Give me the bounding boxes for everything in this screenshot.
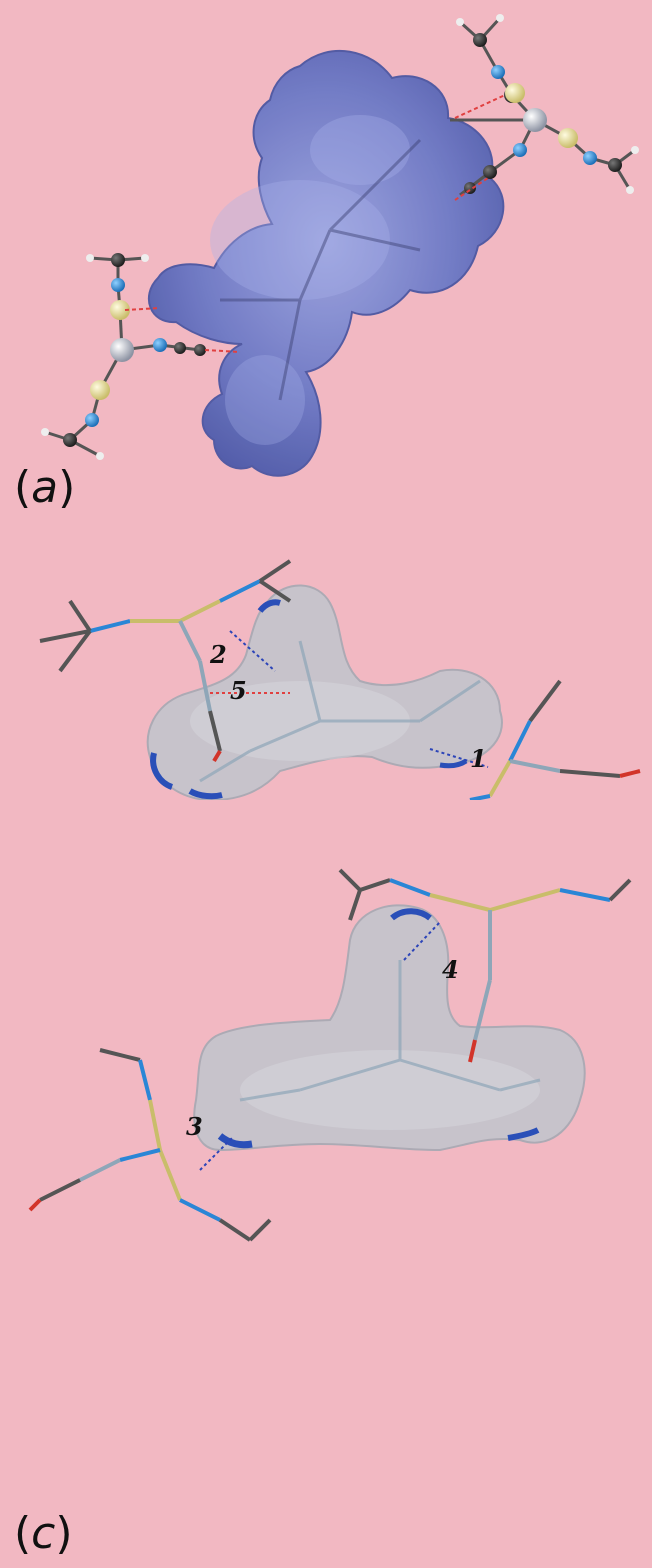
neighbor-complex-c-left <box>28 1048 272 1242</box>
contact-3-line <box>199 1137 233 1171</box>
enclosed-molecule-b <box>199 640 481 783</box>
contact-4-line <box>403 921 441 961</box>
contact-label-3: 3 <box>186 1112 203 1141</box>
enclosed-molecule-c <box>239 960 541 1102</box>
panel-letter-a: a <box>31 462 59 513</box>
panel-label-c: (c) <box>14 1508 73 1559</box>
contact-label-1: 1 <box>470 744 487 773</box>
enclosed-molecule-a <box>220 138 422 401</box>
panel-letter-c: c <box>31 1508 56 1559</box>
hirshfeld-surface-c <box>193 904 586 1152</box>
panel-c-molecule-view: 4 3 <box>28 868 632 1242</box>
contact-2-line <box>229 630 276 672</box>
panel-c: 4 3 (b) (c) <box>0 800 652 1568</box>
panel-a-molecule-view <box>41 14 639 477</box>
neighbor-complex-top-right <box>450 14 639 201</box>
neighbor-complex-b-top <box>39 559 292 763</box>
hirshfeld-surface-a <box>148 50 505 477</box>
neighbor-complex-b-right <box>469 679 641 800</box>
contact-1-line <box>429 748 489 768</box>
contact-label-4: 4 <box>442 955 459 984</box>
hirshfeld-surface-b <box>146 584 503 800</box>
panel-a: (a) <box>0 0 652 521</box>
contact-label-2: 2 <box>209 640 227 669</box>
panel-label-a: (a) <box>14 462 76 513</box>
panel-b: 2 5 1 <box>0 521 652 800</box>
panel-b-molecule-view: 2 5 1 <box>39 559 641 800</box>
contact-label-5: 5 <box>230 676 247 705</box>
neighbor-complex-bottom-left <box>41 253 241 460</box>
neighbor-complex-c-top <box>338 868 632 1063</box>
